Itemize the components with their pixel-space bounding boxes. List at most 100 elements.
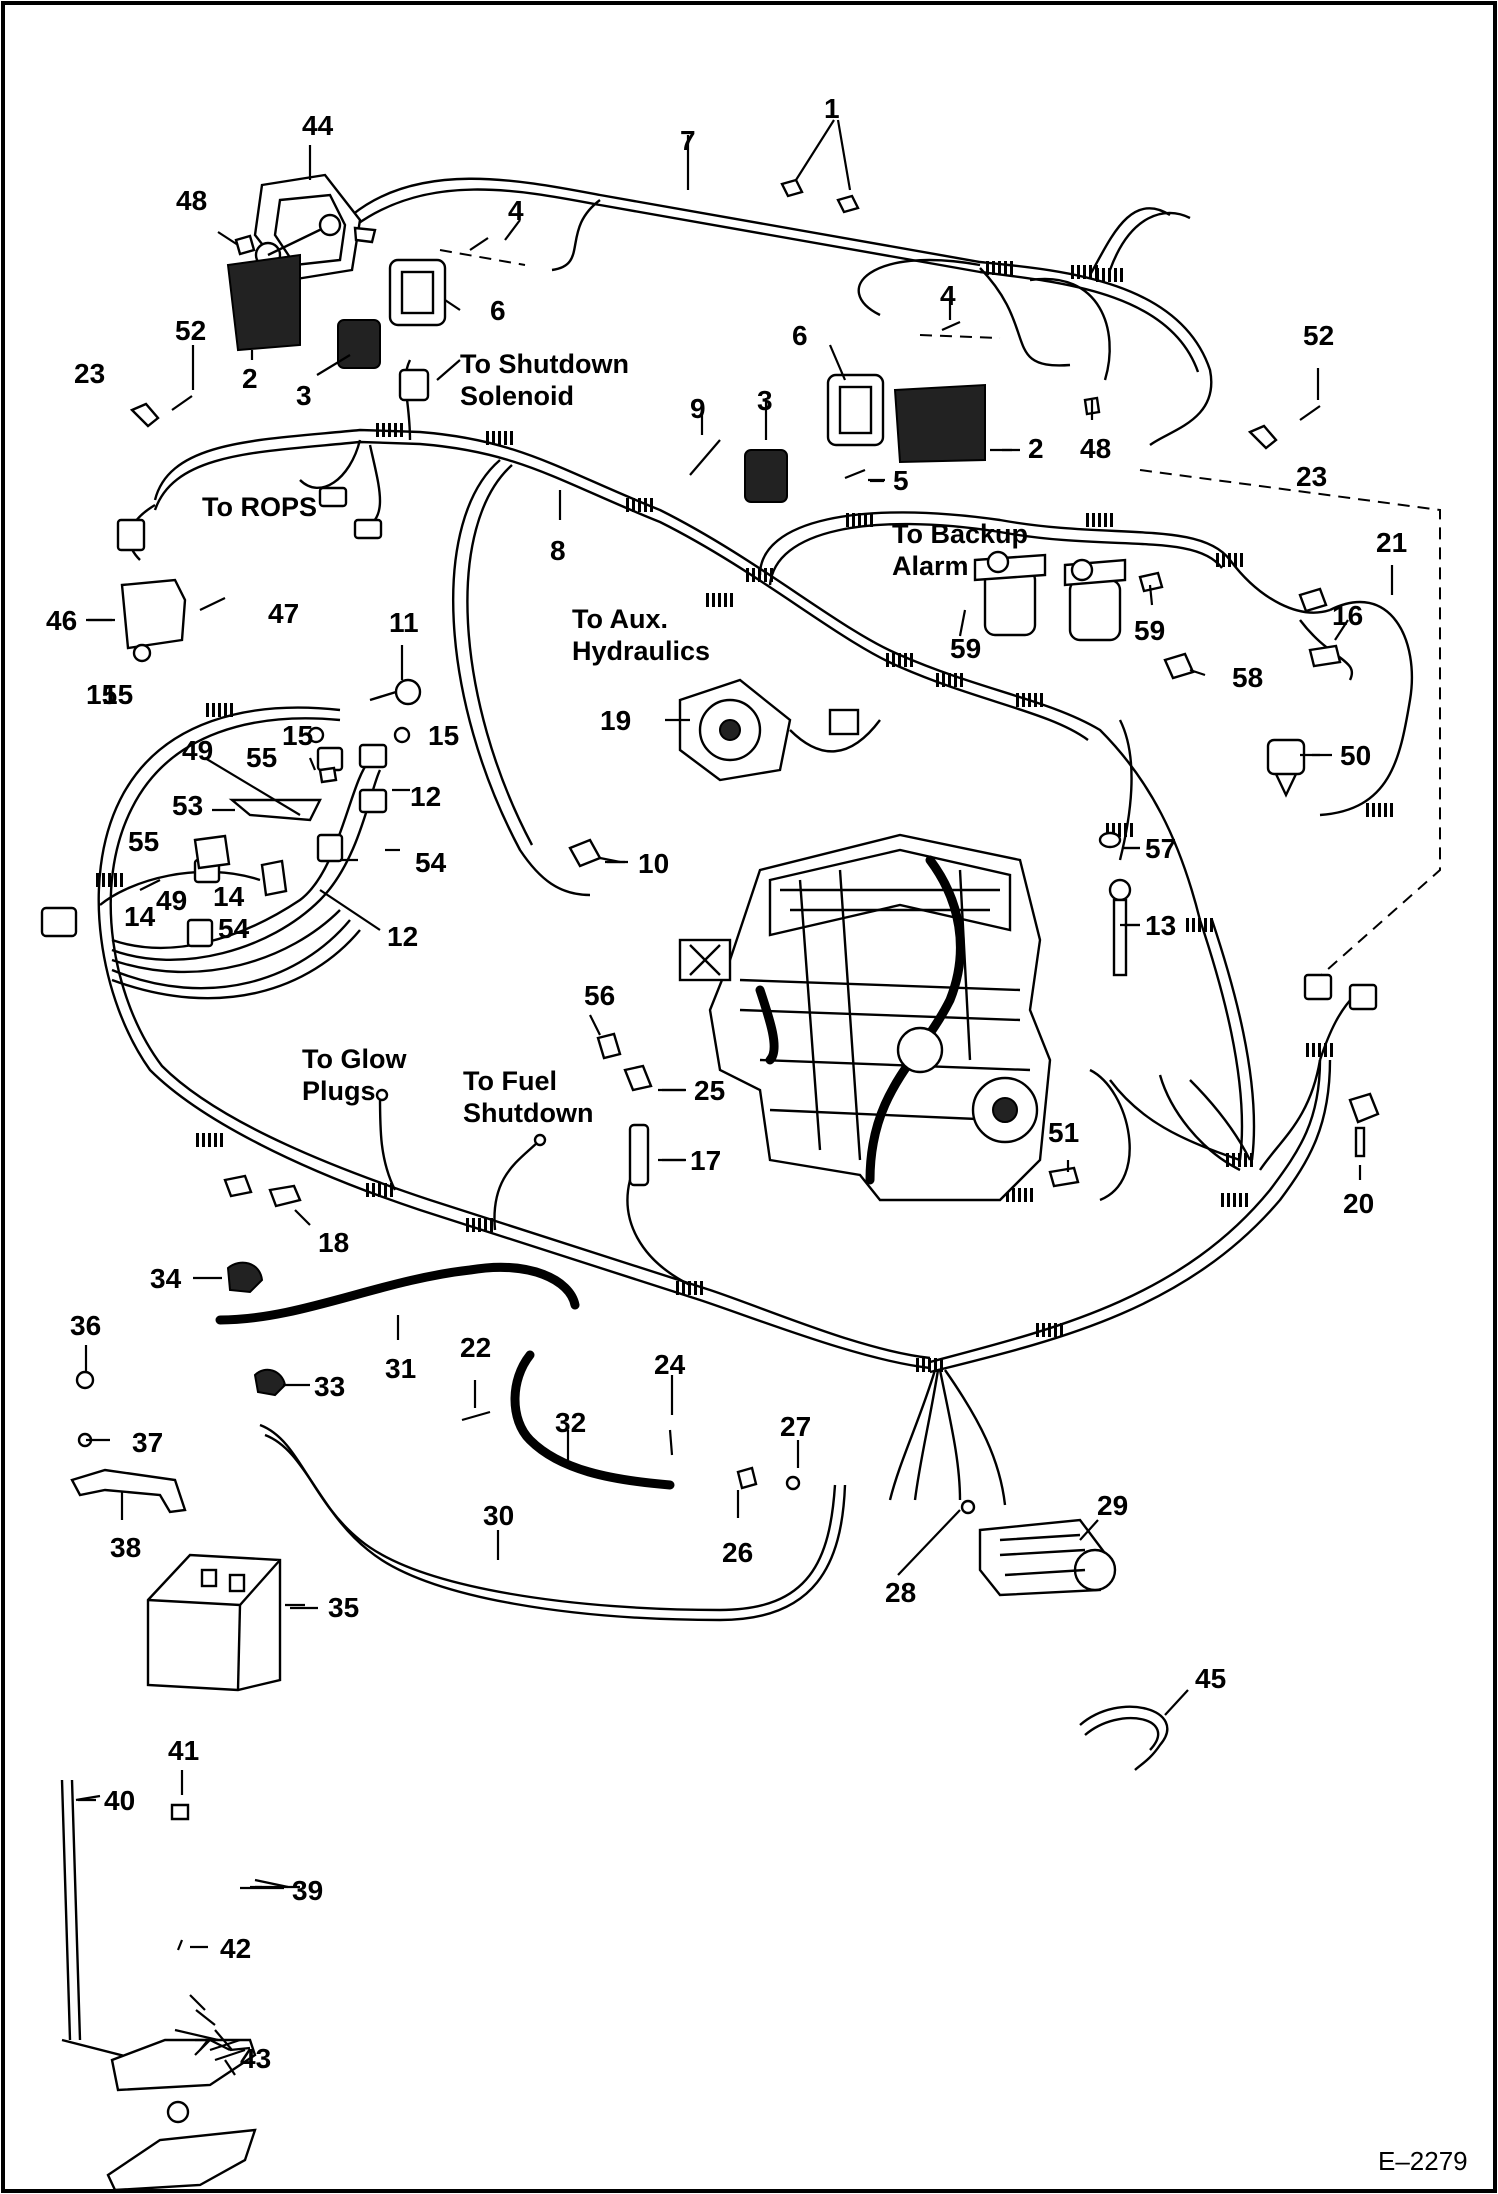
callout-56: 56 [584,980,615,1011]
callout-23b: 23 [1296,461,1327,492]
callout-42: 42 [220,1933,251,1964]
harness-band [1238,1153,1241,1167]
harness-band [206,703,209,717]
callout-19: 19 [600,705,631,736]
harness-band [1120,268,1123,282]
harness-band [632,498,635,512]
harness-band [752,568,755,582]
callout-36: 36 [70,1310,101,1341]
harness-band [986,261,989,275]
callout-28: 28 [885,1577,916,1608]
harness-band [1018,1188,1021,1202]
callout-2a: 2 [242,363,258,394]
harness-band [498,431,501,445]
harness-bands [96,261,1393,1372]
connector-18b [223,1174,253,1198]
components [40,173,1380,2192]
harness-band [858,513,861,527]
harness-band [504,431,507,445]
note-labels: To Shutdown Solenoid To ROPS To Backup A… [202,349,1468,2176]
harness-band [626,498,629,512]
harness-band [492,431,495,445]
callout-40: 40 [104,1785,135,1816]
fitting-56 [596,1032,622,1060]
harness-band [1221,1193,1224,1207]
callout-9: 9 [690,393,706,424]
sender-11 [369,678,422,706]
label-aux-line2: Hydraulics [572,636,710,666]
callout-6b: 6 [792,320,808,351]
harness-end-connector [40,906,78,938]
harness-band [1036,1323,1039,1337]
engine-illustration [678,833,1052,1202]
callout-34: 34 [150,1263,182,1294]
harness-band [390,1183,393,1197]
relay-54b [186,918,214,948]
label-backup-line1: To Backup [892,519,1028,549]
harness-band [694,1281,697,1295]
washer-15b [307,726,325,744]
harness-band [712,593,715,607]
callout-53: 53 [172,790,203,821]
harness-band [1227,1193,1230,1207]
callout-38: 38 [110,1532,141,1563]
callout-1: 1 [824,93,840,124]
callout-7: 7 [680,125,696,156]
bracket-38 [70,1468,187,1514]
harness-band [940,1358,943,1372]
harness-band [490,1218,493,1232]
harness-band [366,1183,369,1197]
callout-24: 24 [654,1349,686,1380]
cap-1a [780,178,804,198]
callout-25: 25 [694,1075,725,1106]
harness-band [1390,803,1393,817]
callout-3b: 3 [757,385,773,416]
harness-band [372,1183,375,1197]
battery-tray-39 [110,2038,257,2092]
harness-band [1110,513,1113,527]
harness-band [758,568,761,582]
harness-band [1124,823,1127,837]
clip-23-left [129,402,160,428]
callout-46: 46 [46,605,77,636]
connector-right-a [1303,973,1333,1001]
callout-8: 8 [550,535,566,566]
callout-4b: 4 [940,280,956,311]
harness-band [400,423,403,437]
switch-left [337,319,381,369]
harness-band [510,431,513,445]
harness-band [1118,823,1121,837]
screw-14a [139,879,161,891]
callout-41: 41 [168,1735,199,1766]
screw-4a [469,237,489,251]
harness-band [1233,1193,1236,1207]
harness-band [102,873,105,887]
harness-band [220,1133,223,1147]
harness-band [936,673,939,687]
connector-16 [1308,644,1342,668]
harness-band [230,703,233,717]
gasket-left [388,258,447,327]
harness-band [1010,261,1013,275]
harness-band [378,1183,381,1197]
harness-band [466,1218,469,1232]
harness-band [1130,823,1133,837]
nut-26 [736,1466,758,1490]
screw-5 [844,468,866,480]
harness-band [1060,1323,1063,1337]
harness-band [916,1358,919,1372]
connector-20-pin [1354,1126,1366,1158]
callout-15b: 15 [282,720,313,751]
harness-band [1222,553,1225,567]
callout-49a: 49 [182,735,213,766]
harness-band [922,1358,925,1372]
callout-22: 22 [460,1332,491,1363]
harness-band [934,1358,937,1372]
connector-20 [1348,1092,1380,1124]
harness-45 [1079,1705,1169,1771]
callout-23a: 23 [74,358,105,389]
callout-59b: 59 [1134,615,1165,646]
clip-23-right [1247,424,1278,450]
bolt-22 [461,1410,491,1422]
